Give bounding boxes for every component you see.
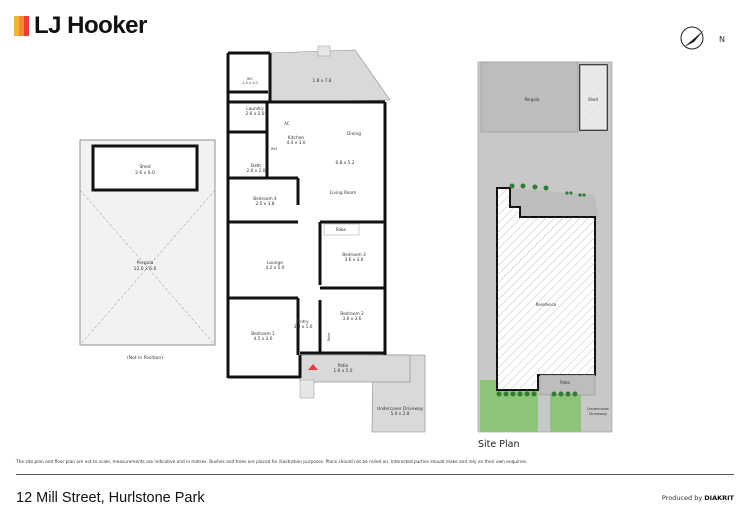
produced-by: Produced by DIAKRIT	[662, 494, 734, 502]
laundry-label: Laundry	[246, 106, 264, 112]
patio-size: 1.6 x 5.0	[334, 368, 353, 374]
logo-bar-red	[24, 16, 29, 36]
footer-divider	[16, 474, 734, 475]
logo-bar-orange	[19, 16, 24, 36]
ref-label: Ref	[271, 147, 277, 151]
shed-size: 2.6 x 6.0	[135, 170, 155, 176]
bedroom4-label: Bedroom 4	[253, 196, 277, 202]
lounge-size: 4.2 x 5.0	[266, 265, 285, 271]
shed-label: Shed	[139, 164, 150, 170]
entry-size: 3.0 x 1.6	[294, 324, 313, 330]
bedroom2-size: 3.6 x 3.6	[343, 316, 362, 322]
deck-size: 1.8 x 7.8	[313, 78, 332, 84]
compass-north-label: N	[719, 35, 725, 44]
house-plan: WC 1.5 x 1.0 Laundry 2.6 x 2.0 AC Kitche…	[226, 45, 426, 433]
bedroom2-label: Bedroom 2	[340, 311, 364, 317]
produced-by-label: Produced by	[661, 494, 703, 502]
producer-name: DIAKRIT	[704, 494, 734, 502]
pergola-label: Pergola	[137, 260, 154, 266]
kitchen-size: 4.4 x 3.0	[287, 140, 306, 146]
site-plan-title: Site Plan	[478, 439, 520, 450]
living-size: 6.8 x 5.2	[336, 160, 355, 166]
lawn-right	[550, 390, 581, 432]
robe2-label: Robe	[327, 333, 331, 342]
disclaimer-text: The site plan and floor plan are not to …	[16, 460, 528, 465]
pergola-size: 12.0 x 6.6	[134, 266, 157, 272]
site-shed-label: Shed	[588, 97, 599, 102]
site-plan: Pergola Shed Residence Patio Undercover …	[477, 61, 613, 433]
dining-label: Dining	[347, 131, 361, 137]
bedroom3-label: Bedroom 3	[342, 252, 366, 258]
ac-label: AC	[284, 121, 290, 126]
entry-label: Entry	[297, 319, 309, 325]
wc-label: WC	[247, 77, 253, 81]
living-room-label: Living Room	[330, 190, 356, 196]
driveway-label: Undercover Driveway	[377, 406, 424, 412]
not-in-position-note: (Not In Position)	[127, 355, 163, 361]
site-driveway-label-1: Undercover	[587, 406, 609, 411]
bath-size: 2.6 x 2.0	[247, 168, 266, 174]
compass-icon: N	[680, 26, 725, 50]
patio-label: Patio	[338, 363, 349, 369]
logo-bar-yellow	[14, 16, 19, 36]
bedroom3-size: 3.6 x 3.6	[345, 257, 364, 263]
property-address: 12 Mill Street, Hurlstone Park	[16, 490, 205, 506]
bedroom1-label: Bedroom 1	[251, 331, 275, 337]
site-patio-label: Patio	[560, 380, 570, 385]
laundry-size: 2.6 x 2.0	[246, 111, 265, 117]
kitchen-label: Kitchen	[288, 135, 304, 141]
shrubs	[496, 183, 586, 397]
bedroom4-size: 2.5 x 3.8	[256, 201, 275, 207]
bath-label: Bath	[251, 163, 261, 169]
lounge-label: Lounge	[267, 260, 283, 266]
robe-label: Robe	[336, 227, 347, 232]
site-pergola-label: Pergola	[525, 97, 540, 102]
bedroom1-size: 4.5 x 3.6	[254, 336, 273, 342]
lj-hooker-logo: LJ Hooker	[14, 12, 147, 40]
wc-size: 1.5 x 1.0	[242, 81, 257, 85]
you-are-here-marker	[308, 364, 318, 370]
site-residence-label: Residence	[536, 302, 557, 307]
site-driveway-label-2: Driveway	[589, 411, 608, 416]
logo-text: LJ Hooker	[34, 12, 147, 39]
driveway-size: 5.4 x 2.8	[391, 411, 410, 417]
pergola-area: Shed 2.6 x 6.0 Pergola 12.0 x 6.6 (Not I…	[79, 139, 216, 361]
